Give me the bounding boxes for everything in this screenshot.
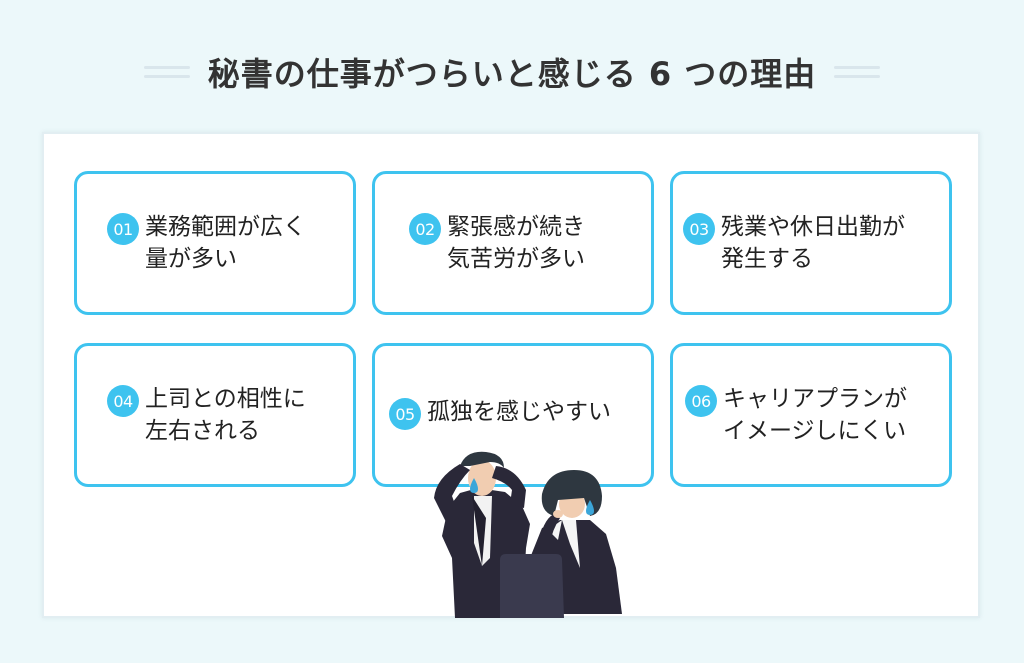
laptop-icon [500, 554, 564, 618]
page-title: 秘書の仕事がつらいと感じる 6 つの理由 [207, 55, 817, 93]
reason-card-06: 06 キャリアプランが イメージしにくい [670, 343, 952, 487]
title-decoration-left [143, 66, 190, 78]
title-row: 秘書の仕事がつらいと感じる 6 つの理由 [0, 44, 1024, 100]
number-badge: 06 [685, 385, 717, 417]
number-badge: 04 [107, 385, 139, 417]
number-badge: 03 [683, 213, 715, 245]
reason-text: キャリアプランが イメージしにくい [723, 383, 907, 447]
reason-text: 残業や休日出勤が 発生する [721, 211, 905, 275]
reason-line-2: 発生する [721, 246, 813, 272]
reason-text: 上司との相性に 左右される [145, 383, 306, 447]
reason-card-02: 02 緊張感が続き 気苦労が多い [372, 171, 654, 315]
reason-card-03: 03 残業や休日出勤が 発生する [670, 171, 952, 315]
reason-card-04: 04 上司との相性に 左右される [74, 343, 356, 487]
reason-line-1: 緊張感が続き [447, 214, 585, 240]
reason-text: 緊張感が続き 気苦労が多い [447, 211, 585, 275]
reason-line-2: イメージしにくい [723, 418, 907, 444]
number-badge: 01 [107, 213, 139, 245]
reason-text: 業務範囲が広く 量が多い [145, 211, 306, 275]
reason-line-2: 量が多い [145, 246, 237, 272]
reason-line-1: 孤独を感じやすい [427, 399, 611, 425]
reason-text: 孤独を感じやすい [427, 396, 611, 428]
number-badge: 02 [409, 213, 441, 245]
title-decoration-right [834, 66, 881, 78]
reason-line-2: 左右される [145, 418, 260, 444]
reason-line-2: 気苦労が多い [447, 246, 585, 272]
reason-line-1: 業務範囲が広く [145, 214, 306, 240]
reason-line-1: 上司との相性に [145, 386, 306, 412]
reason-line-1: キャリアプランが [723, 386, 907, 412]
number-badge: 05 [389, 398, 421, 430]
reason-card-05: 05 孤独を感じやすい [372, 343, 654, 487]
reason-card-01: 01 業務範囲が広く 量が多い [74, 171, 356, 315]
stressed-workers-illustration [434, 451, 622, 618]
reason-line-1: 残業や休日出勤が [721, 214, 905, 240]
